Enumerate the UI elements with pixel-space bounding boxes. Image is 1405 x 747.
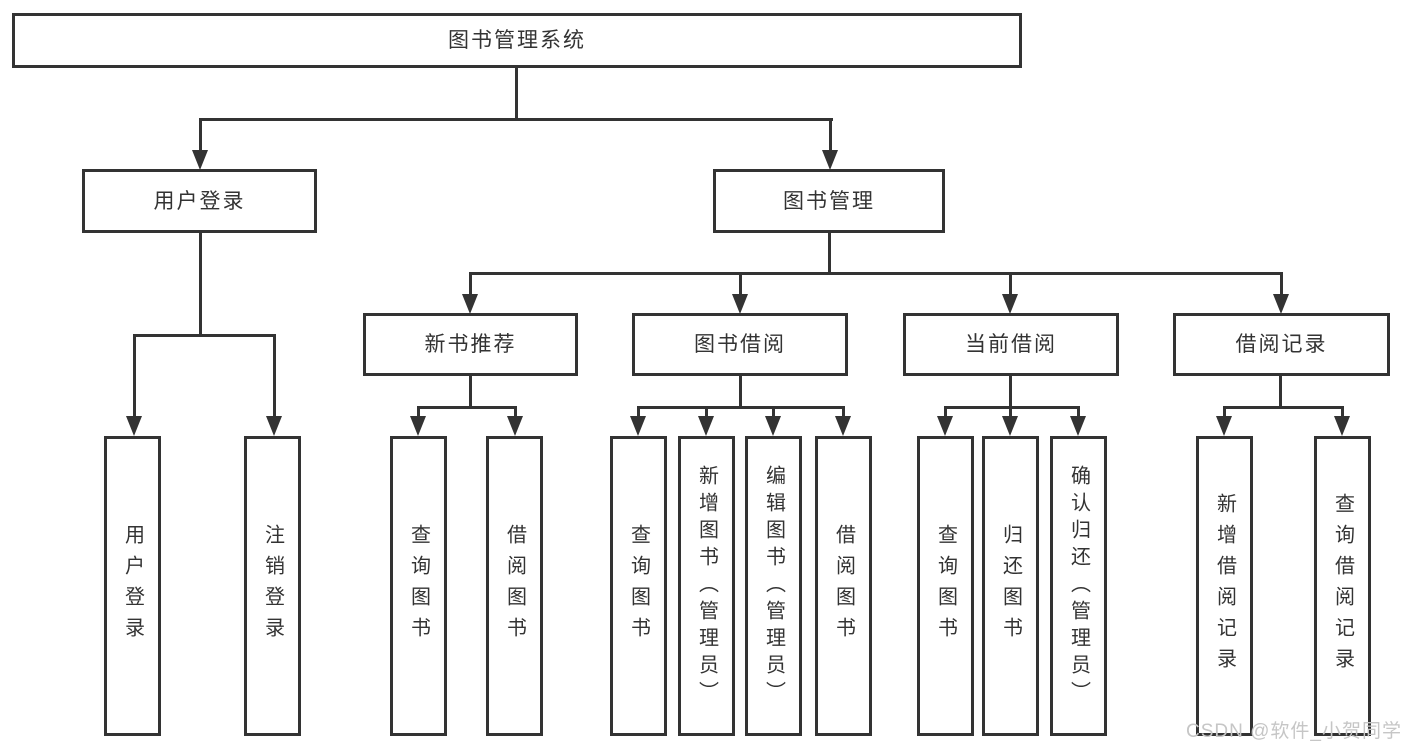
connector-vertical (1077, 406, 1080, 418)
arrow-down-icon (732, 294, 748, 314)
arrow-down-icon (507, 416, 523, 436)
arrow-down-icon (937, 416, 953, 436)
node-book-borrow: 图书借阅 (632, 313, 848, 376)
connector-vertical (828, 232, 831, 272)
arrow-down-icon (462, 294, 478, 314)
connector-vertical (514, 406, 517, 418)
arrow-down-icon (1334, 416, 1350, 436)
connector-vertical (772, 406, 775, 418)
leaf-query-books-borrow: 查询图书 (610, 436, 667, 736)
connector-vertical (1223, 406, 1226, 418)
connector-vertical (515, 68, 518, 118)
arrow-down-icon (630, 416, 646, 436)
leaf-logout-login: 注销登录 (244, 436, 301, 736)
leaf-add-books-admin: 新增图书（管理员） (678, 436, 735, 736)
connector-vertical (199, 233, 202, 334)
node-current-borrow: 当前借阅 (903, 313, 1119, 376)
connector-vertical (469, 375, 472, 406)
arrow-down-icon (835, 416, 851, 436)
arrow-down-icon (126, 416, 142, 436)
node-user-login: 用户登录 (82, 169, 317, 233)
connector-vertical (1279, 376, 1282, 406)
arrow-down-icon (765, 416, 781, 436)
connector-horizontal (199, 118, 833, 121)
connector-horizontal (637, 406, 845, 409)
leaf-borrow-books: 借阅图书 (815, 436, 872, 736)
leaf-edit-books-admin: 编辑图书（管理员） (745, 436, 802, 736)
connector-vertical (1009, 272, 1012, 296)
connector-vertical (944, 406, 947, 418)
connector-vertical (1280, 272, 1283, 296)
leaf-user-login: 用户登录 (104, 436, 161, 736)
connector-horizontal (133, 334, 276, 337)
connector-vertical (199, 118, 202, 152)
connector-vertical (273, 334, 276, 418)
arrow-down-icon (1273, 294, 1289, 314)
connector-vertical (1341, 406, 1344, 418)
connector-vertical (133, 334, 136, 418)
node-new-book-recommend: 新书推荐 (363, 313, 578, 376)
leaf-confirm-return-admin: 确认归还（管理员） (1050, 436, 1107, 736)
leaf-query-books-recommend: 查询图书 (390, 436, 447, 736)
leaf-query-books-current: 查询图书 (917, 436, 974, 736)
connector-vertical (842, 406, 845, 418)
leaf-borrow-books-recommend: 借阅图书 (486, 436, 543, 736)
arrow-down-icon (266, 416, 282, 436)
connector-vertical (637, 406, 640, 418)
leaf-add-borrow-record: 新增借阅记录 (1196, 436, 1253, 736)
connector-vertical (469, 272, 472, 296)
csdn-watermark: CSDN @软件_小贺同学 (1186, 721, 1402, 742)
connector-vertical (705, 406, 708, 418)
connector-horizontal (417, 406, 517, 409)
connector-vertical (739, 376, 742, 406)
arrow-down-icon (1216, 416, 1232, 436)
connector-vertical (1009, 406, 1012, 418)
node-borrow-records: 借阅记录 (1173, 313, 1390, 376)
connector-horizontal (1223, 406, 1344, 409)
leaf-return-books: 归还图书 (982, 436, 1039, 736)
connector-horizontal (469, 272, 1282, 275)
connector-horizontal (944, 406, 1080, 409)
arrow-down-icon (822, 150, 838, 170)
connector-vertical (739, 272, 742, 296)
node-book-management: 图书管理 (713, 169, 945, 233)
arrow-down-icon (410, 416, 426, 436)
leaf-query-borrow-record: 查询借阅记录 (1314, 436, 1371, 736)
arrow-down-icon (192, 150, 208, 170)
arrow-down-icon (698, 416, 714, 436)
arrow-down-icon (1002, 416, 1018, 436)
connector-vertical (417, 406, 420, 418)
node-root: 图书管理系统 (12, 13, 1022, 68)
connector-vertical (1009, 376, 1012, 406)
arrow-down-icon (1002, 294, 1018, 314)
connector-vertical (829, 118, 832, 152)
arrow-down-icon (1070, 416, 1086, 436)
